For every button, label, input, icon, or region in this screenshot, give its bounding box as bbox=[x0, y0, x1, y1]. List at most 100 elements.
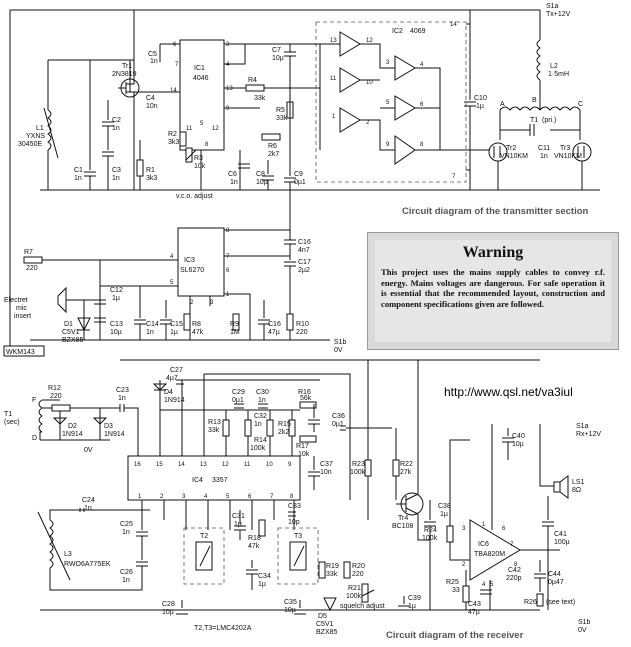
component-label: 7 bbox=[452, 174, 456, 180]
receiver-schematic: IC4 3357 16 15 14 13 12 11 10 9 1 2 3 4 … bbox=[4, 359, 601, 641]
component-label: 6 bbox=[420, 102, 424, 108]
component-label: 1µ bbox=[258, 581, 266, 588]
ic3-sl6270: IC3 SL6270 8 7 4 6 5 2 3 1 bbox=[170, 227, 230, 306]
component-label: 2k7 bbox=[268, 151, 279, 158]
component-label: 9 bbox=[226, 106, 230, 112]
component-label: R7 bbox=[24, 249, 33, 256]
component-label: 1µ bbox=[476, 103, 484, 110]
component-label: RWO6A775EK bbox=[64, 561, 111, 568]
component-label: 10k bbox=[194, 163, 206, 170]
component-label: L3 bbox=[64, 551, 72, 558]
component-label: (pri.) bbox=[542, 117, 556, 124]
component-label: C6 bbox=[228, 171, 237, 178]
component-label: 0µ47 bbox=[548, 579, 564, 586]
component-label: SL6270 bbox=[180, 267, 204, 274]
component-label: T2 bbox=[200, 533, 208, 540]
component-label: C13 bbox=[110, 321, 123, 328]
component-label: 10µ bbox=[272, 55, 284, 62]
component-label: 100k bbox=[346, 593, 362, 600]
component-label: 12 bbox=[366, 38, 373, 44]
component-label: C4 bbox=[146, 95, 155, 102]
component-label: R23 bbox=[352, 461, 365, 468]
component-label: Tr3 bbox=[560, 145, 570, 152]
component-label: C32 bbox=[254, 413, 267, 420]
component-label: 4n7 bbox=[298, 247, 310, 254]
component-label: 1 bbox=[138, 494, 142, 500]
component-label: 8 bbox=[514, 562, 518, 568]
component-label: 10µ bbox=[162, 609, 174, 616]
component-label: 10µ bbox=[512, 441, 524, 448]
component-label: R26 bbox=[524, 599, 537, 606]
component-label: 0V bbox=[578, 627, 587, 634]
component-label: C5V1 bbox=[316, 621, 334, 628]
component-label: C27 bbox=[170, 367, 183, 374]
component-label: 1 bbox=[482, 522, 486, 528]
component-label: IC6 bbox=[478, 541, 489, 548]
t3-transformer bbox=[277, 527, 319, 585]
warning-title: Warning bbox=[462, 244, 524, 261]
component-label: C44 bbox=[548, 571, 561, 578]
component-label: C bbox=[578, 101, 583, 108]
component-label: 16 bbox=[134, 462, 141, 468]
component-label: Tr2 bbox=[506, 145, 516, 152]
component-label: 10µ bbox=[284, 607, 296, 614]
component-label: R4 bbox=[248, 77, 257, 84]
component-label: 15 bbox=[156, 462, 163, 468]
component-label: 3k3 bbox=[146, 175, 157, 182]
warning-box: Warning This project uses the mains supp… bbox=[367, 232, 619, 350]
component-label: 4 bbox=[170, 254, 174, 260]
source-url[interactable]: http://www.qsl.net/va3iul bbox=[444, 385, 573, 399]
component-label: R6 bbox=[268, 143, 277, 150]
component-label: 4 bbox=[482, 582, 486, 588]
component-label: 0V bbox=[334, 347, 343, 354]
ls1-speaker bbox=[553, 475, 569, 499]
component-label: 0V bbox=[84, 447, 93, 454]
component-label: Rx+12V bbox=[576, 431, 601, 438]
component-label: 7 bbox=[175, 62, 179, 68]
component-label: 14 bbox=[170, 88, 177, 94]
component-label: 9 bbox=[288, 462, 292, 468]
component-label: R20 bbox=[352, 563, 365, 570]
component-label: F bbox=[32, 397, 36, 404]
component-label: YXNS bbox=[26, 133, 45, 140]
warning-text: This project uses the mains supply cable… bbox=[381, 267, 605, 309]
component-label: 47k bbox=[248, 543, 260, 550]
component-label: 2N3819 bbox=[112, 71, 137, 78]
component-label: 33k bbox=[208, 427, 220, 434]
component-label: 1 bbox=[332, 114, 336, 120]
component-label: 3 bbox=[462, 526, 466, 532]
component-label: IC2 bbox=[392, 28, 403, 35]
component-label: 33 bbox=[452, 587, 460, 594]
component-label: 10n bbox=[320, 469, 332, 476]
l1-coil bbox=[43, 107, 59, 159]
component-label: D2 bbox=[68, 423, 77, 430]
component-label: 14 bbox=[178, 462, 185, 468]
component-label: 11 bbox=[244, 462, 251, 468]
component-label: R16 bbox=[298, 389, 311, 396]
component-label: mic bbox=[16, 305, 27, 312]
component-label: 1n bbox=[112, 125, 120, 132]
component-label: C33 bbox=[288, 503, 301, 510]
component-label: R10 bbox=[296, 321, 309, 328]
component-label: VN10KM bbox=[500, 153, 528, 160]
component-label: L2 bbox=[550, 63, 558, 70]
component-label: C35 bbox=[284, 599, 297, 606]
component-label: R1 bbox=[146, 167, 155, 174]
component-label: 13 bbox=[200, 462, 207, 468]
component-label: 47µ bbox=[268, 329, 280, 336]
component-label: 2 bbox=[366, 120, 370, 126]
component-label: 220 bbox=[352, 571, 364, 578]
component-label: 1N914 bbox=[164, 397, 185, 404]
component-label: 10p bbox=[288, 519, 300, 526]
component-label: 6 bbox=[502, 526, 506, 532]
component-label: C17 bbox=[298, 259, 311, 266]
ic2-4069: IC2 4069 14 7 13 12 3 4 11 10 5 6 1 2 9 … bbox=[315, 21, 467, 183]
component-label: 1n bbox=[74, 175, 82, 182]
component-label: 4 bbox=[204, 494, 208, 500]
component-label: v.c.o. adjust bbox=[176, 193, 213, 200]
component-label: insert bbox=[14, 313, 31, 320]
component-label: 1µ bbox=[234, 521, 242, 528]
component-label: (sec) bbox=[4, 419, 20, 426]
component-label: S1b bbox=[578, 619, 591, 626]
